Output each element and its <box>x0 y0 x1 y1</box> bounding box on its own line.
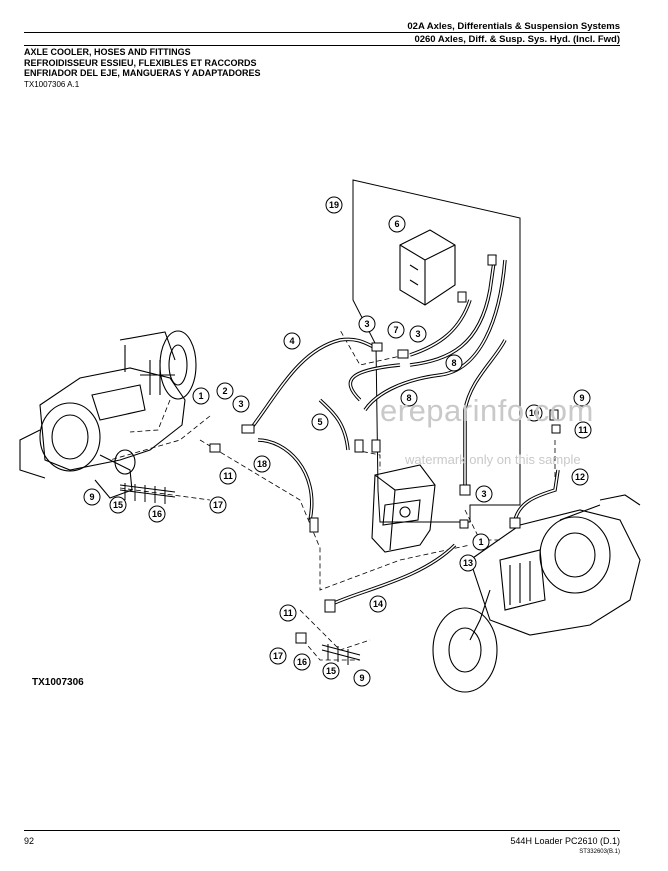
page-number: 92 <box>24 836 35 846</box>
svg-text:1: 1 <box>198 391 203 401</box>
svg-text:1: 1 <box>478 537 483 547</box>
callout-15b: 15 <box>322 662 340 680</box>
callout-9c: 9 <box>353 669 371 687</box>
figure-title: AXLE COOLER, HOSES AND FITTINGS REFROIDI… <box>24 47 261 79</box>
svg-text:3: 3 <box>364 319 369 329</box>
right-axle-assembly <box>432 494 641 693</box>
callout-9a: 9 <box>83 488 101 506</box>
section-line-1: 02A Axles, Differentials & Suspension Sy… <box>407 21 620 32</box>
svg-text:10: 10 <box>529 408 539 418</box>
header-divider-bottom <box>24 45 620 46</box>
svg-text:15: 15 <box>113 500 123 510</box>
svg-text:11: 11 <box>283 608 293 618</box>
title-english: AXLE COOLER, HOSES AND FITTINGS <box>24 47 191 57</box>
footer-divider <box>24 830 620 831</box>
hoses <box>248 254 560 607</box>
callout-19: 19 <box>325 196 343 214</box>
svg-text:6: 6 <box>394 219 399 229</box>
hose-highlights <box>249 254 559 606</box>
model-info: 544H Loader PC2610 (D.1) <box>510 836 620 846</box>
svg-text:19: 19 <box>329 200 339 210</box>
svg-text:11: 11 <box>578 425 588 435</box>
callout-5: 5 <box>311 413 329 431</box>
callout-9b: 9 <box>573 389 591 407</box>
fittings <box>209 254 561 644</box>
callout-15a: 15 <box>109 496 127 514</box>
svg-text:16: 16 <box>297 657 307 667</box>
section-line-2: 0260 Axles, Diff. & Susp. Sys. Hyd. (Inc… <box>414 34 620 45</box>
header-divider <box>24 32 620 33</box>
svg-text:9: 9 <box>359 673 364 683</box>
svg-text:3: 3 <box>238 399 243 409</box>
callout-12: 12 <box>571 468 589 486</box>
svg-text:4: 4 <box>289 336 294 346</box>
callout-13: 13 <box>459 554 477 572</box>
callout-8a: 8 <box>445 354 463 372</box>
callout-16a: 16 <box>148 505 166 523</box>
fitting-bolts <box>119 483 361 665</box>
svg-text:2: 2 <box>222 386 227 396</box>
svg-text:5: 5 <box>317 417 322 427</box>
svg-text:3: 3 <box>481 489 486 499</box>
callout-11a: 11 <box>219 467 237 485</box>
svg-text:18: 18 <box>257 459 267 469</box>
watermark-main: ereparinfo.com <box>380 393 594 428</box>
svg-text:15: 15 <box>326 666 336 676</box>
callout-11b: 11 <box>574 421 592 439</box>
callout-17a: 17 <box>209 496 227 514</box>
callout-1a: 1 <box>192 387 210 405</box>
callout-3c: 3 <box>232 395 250 413</box>
svg-text:12: 12 <box>575 472 585 482</box>
left-axle-assembly <box>19 330 197 499</box>
callouts: 19 6 3 7 3 4 8 8 5 1 2 3 18 11 9 15 16 1… <box>83 196 592 687</box>
callout-4: 4 <box>283 332 301 350</box>
callout-3d: 3 <box>475 485 493 503</box>
callout-6: 6 <box>388 215 406 233</box>
callout-18: 18 <box>253 455 271 473</box>
title-french: REFROIDISSEUR ESSIEU, FLEXIBLES ET RACCO… <box>24 57 257 68</box>
svg-text:9: 9 <box>579 393 584 403</box>
svg-text:7: 7 <box>393 325 398 335</box>
callout-8b: 8 <box>400 389 418 407</box>
svg-text:13: 13 <box>463 558 473 568</box>
watermark-sub: watermark only on this sample <box>405 452 581 467</box>
callout-10: 10 <box>525 404 543 422</box>
svg-text:17: 17 <box>213 500 223 510</box>
axle-cooler <box>399 229 456 306</box>
callout-14: 14 <box>369 595 387 613</box>
valve-manifold <box>371 464 436 553</box>
callout-11c: 11 <box>279 604 297 622</box>
callout-17b: 17 <box>269 647 287 665</box>
svg-text:14: 14 <box>373 599 383 609</box>
svg-text:16: 16 <box>152 509 162 519</box>
title-spanish: ENFRIADOR DEL EJE, MANGUERAS Y ADAPTADOR… <box>24 68 261 78</box>
svg-text:11: 11 <box>223 471 233 481</box>
section-header: 02A Axles, Differentials & Suspension Sy… <box>407 20 620 46</box>
figure-reference: TX1007306 A.1 <box>24 80 80 89</box>
callout-7: 7 <box>387 321 405 339</box>
callout-1b: 1 <box>472 533 490 551</box>
svg-text:8: 8 <box>451 358 456 368</box>
figure-id: TX1007306 <box>32 677 84 688</box>
svg-text:8: 8 <box>406 393 411 403</box>
callout-3b: 3 <box>409 325 427 343</box>
svg-text:17: 17 <box>273 651 283 661</box>
callout-16b: 16 <box>293 653 311 671</box>
callout-2: 2 <box>216 382 234 400</box>
svg-text:9: 9 <box>89 492 94 502</box>
document-code: ST332603(B.1) <box>579 849 620 855</box>
callout-3a: 3 <box>358 315 376 333</box>
svg-text:3: 3 <box>415 329 420 339</box>
